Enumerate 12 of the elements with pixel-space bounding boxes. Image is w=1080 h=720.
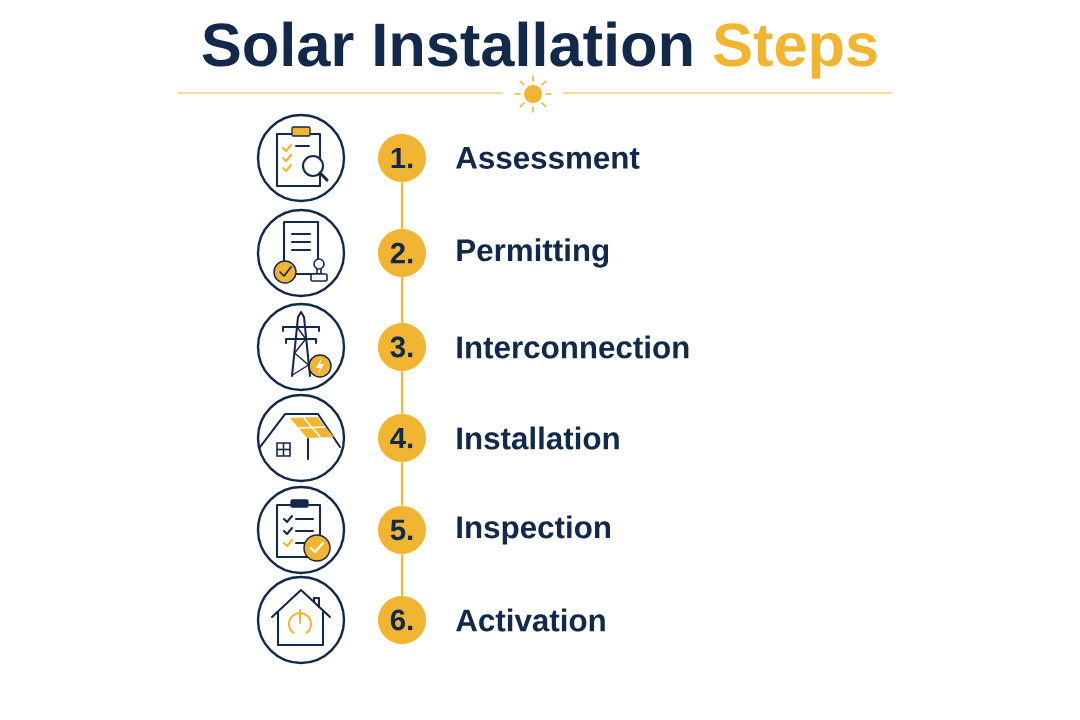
- step-label: Permitting: [457, 238, 609, 268]
- title: Solar Installation Steps: [202, 21, 877, 79]
- connector-line: [400, 182, 404, 229]
- step-label: Inspection: [457, 515, 610, 545]
- step-label: Interconnection: [457, 335, 689, 359]
- step-label: Activation: [456, 608, 605, 632]
- connector-line: [400, 554, 404, 596]
- connector-line: [400, 371, 404, 414]
- step-label: Installation: [457, 426, 619, 450]
- step-label: Assessment: [456, 147, 640, 169]
- connector-line: [400, 462, 404, 506]
- connector-line: [400, 277, 404, 323]
